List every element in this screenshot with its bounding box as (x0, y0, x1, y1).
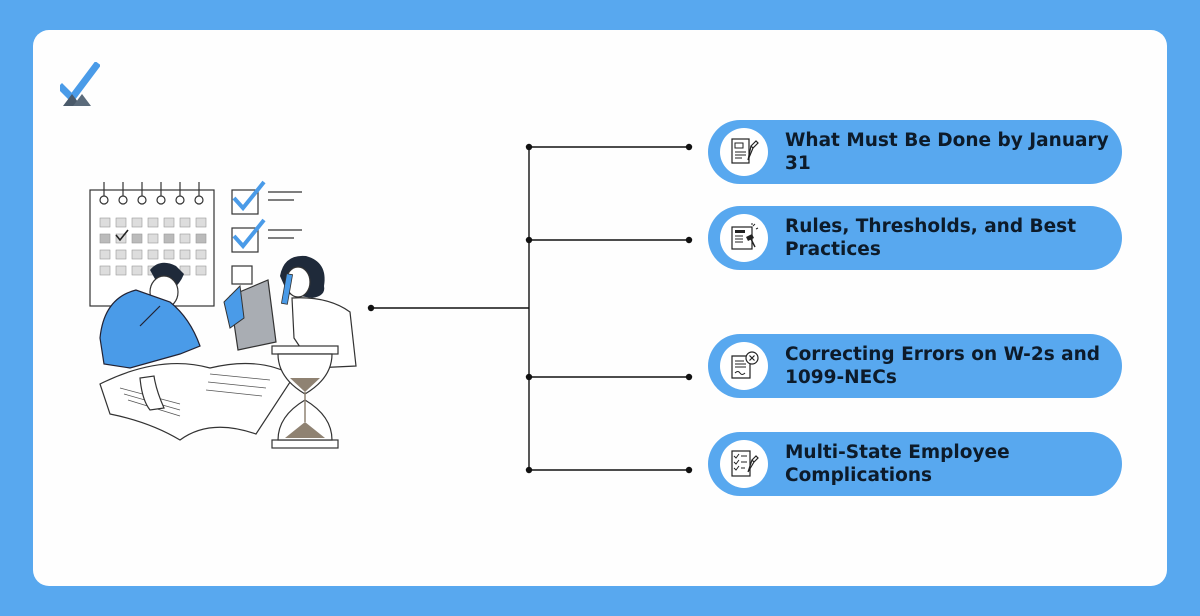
topic-multi-state[interactable]: Multi-State Employee Complications (708, 432, 1122, 496)
brand-logo (60, 62, 100, 106)
topic-rules-thresholds[interactable]: Rules, Thresholds, and Best Practices (708, 206, 1122, 270)
topic-label: Correcting Errors on W-2s and 1099-NECs (785, 344, 1101, 388)
topic-january-31[interactable]: What Must Be Done by January 31 (708, 120, 1122, 184)
topic-label: Rules, Thresholds, and Best Practices (785, 216, 1077, 260)
topic-label: What Must Be Done by January 31 (785, 130, 1109, 174)
error-document-icon (720, 342, 768, 390)
rules-document-icon (720, 214, 768, 262)
topic-correcting-errors[interactable]: Correcting Errors on W-2s and 1099-NECs (708, 334, 1122, 398)
document-pen-icon (720, 128, 768, 176)
checklist-pen-icon (720, 440, 768, 488)
people-calendar-illustration (89, 180, 357, 449)
topic-label: Multi-State Employee Complications (785, 442, 1010, 486)
